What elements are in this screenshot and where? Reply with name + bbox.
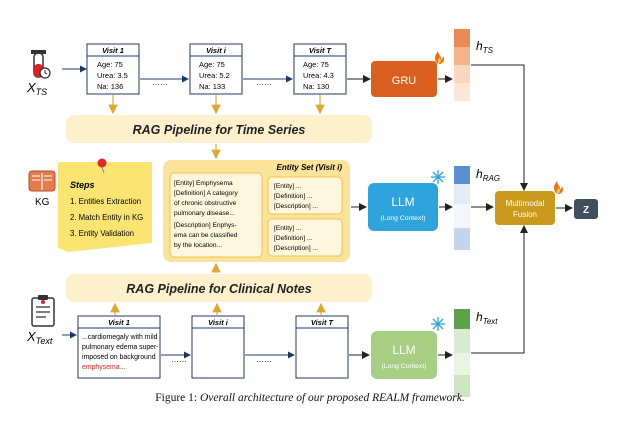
fire-icon (435, 51, 444, 64)
book-icon (28, 170, 56, 192)
note-line: imposed on background (82, 354, 156, 361)
ts-visit-line: Na: 133 (199, 82, 225, 91)
ts-visit-line: Age: 75 (199, 60, 225, 69)
rag-pipeline-ts-label: RAG Pipeline for Time Series (133, 123, 306, 137)
steps-note: Steps 1. Entities Extraction 2. Match En… (58, 158, 152, 252)
text-visit-title: Visit i (208, 318, 229, 327)
snowflake-icon (431, 317, 445, 331)
ts-visit-line: Urea: 5.2 (199, 71, 230, 80)
ts-visit-line: Urea: 3.5 (97, 71, 128, 80)
text-visit-i: Visit i (191, 315, 245, 379)
note-line: emphysema... (82, 364, 125, 371)
h-rag-embedding (454, 166, 470, 250)
figure-caption: Figure 1: Overall architecture of our pr… (0, 392, 620, 404)
entity-line: [Entity] ... (274, 225, 302, 232)
steps-item: 3. Entity Validation (70, 229, 134, 238)
snowflake-icon (431, 170, 445, 184)
ts-visit-title: Visit i (206, 46, 227, 55)
ts-visit-t: Visit T Age: 75 Urea: 4.3 Na: 130 (293, 43, 347, 95)
note-line: pulmonary edema super- (82, 344, 159, 351)
caption-body: Overall architecture of our proposed REA… (199, 392, 465, 404)
note-highlight: emphysema (82, 364, 120, 371)
fusion-block (495, 191, 555, 225)
entity-line: [Entity] Emphysema (174, 180, 233, 187)
ts-visit-title: Visit 1 (102, 46, 124, 55)
entity-line: of chronic obstructive (174, 200, 237, 207)
entity-set-title: Entity Set (Visit i) (277, 163, 343, 172)
steps-item: 1. Entities Extraction (70, 197, 141, 206)
entity-line: [Entity] ... (274, 183, 302, 190)
ts-visit-line: Age: 75 (97, 60, 123, 69)
h-ts-embedding (454, 29, 470, 101)
entity-line: [Definition] ... (274, 193, 313, 200)
ts-visit-1: Visit 1 Age: 75 Urea: 3.5 Na: 136 (86, 43, 140, 95)
llm-bottom-label: LLM (392, 343, 415, 357)
llm-bottom-sub: (Long Context) (382, 363, 427, 370)
entity-line: ema can be classified (174, 232, 238, 239)
entity-line: [Description] ... (274, 245, 318, 252)
text-visit-title: Visit T (311, 318, 335, 327)
note-line: ...cardiomegaly with mild (82, 334, 158, 341)
ts-input-label: XTS (26, 80, 47, 97)
ts-visit-line: Age: 75 (303, 60, 329, 69)
text-visit-title: Visit 1 (108, 318, 130, 327)
ellipsis: …… (171, 355, 187, 364)
clipboard-icon (31, 295, 55, 327)
h-ts-label: hTS (476, 39, 494, 55)
ts-visit-line: Na: 130 (303, 82, 329, 91)
kg-label: KG (35, 197, 50, 208)
pushpin-icon (97, 158, 107, 168)
entity-line: [Definition] A category (174, 190, 238, 197)
output-label: Z (583, 205, 589, 216)
rag-pipeline-ts (66, 115, 372, 143)
h-text-embedding (454, 309, 470, 397)
output-block (574, 199, 598, 219)
gru-label: GRU (392, 75, 417, 87)
ellipsis: …… (152, 78, 168, 87)
fusion-label-2: Fusion (513, 210, 537, 219)
llm-bottom-block (371, 331, 437, 379)
fire-icon (554, 181, 563, 194)
ellipsis: …… (256, 355, 272, 364)
ts-visit-line: Na: 136 (97, 82, 123, 91)
entity-line: [Description] ... (274, 203, 318, 210)
ts-visit-i: Visit i Age: 75 Urea: 5.2 Na: 133 (189, 43, 243, 95)
text-input-label: XText (26, 329, 53, 346)
text-visit-t: Visit T (295, 315, 349, 379)
entity-set: Entity Set (Visit i) [Entity] Emphysema … (163, 160, 350, 262)
entity-line: [Description] Enphys- (174, 222, 237, 229)
gru-block (371, 61, 437, 97)
steps-title: Steps (70, 180, 95, 190)
h-rag-label: hRAG (476, 167, 500, 183)
entity-line: by the location... (174, 242, 222, 249)
llm-top-label: LLM (391, 195, 414, 209)
entity-line: [Definition] ... (274, 235, 313, 242)
rag-pipeline-notes-label: RAG Pipeline for Clinical Notes (126, 282, 311, 296)
entity-line: pulmonary disease... (174, 210, 235, 217)
llm-top-sub: (Long Context) (381, 215, 426, 222)
h-text-label: hText (476, 310, 498, 326)
test-tube-icon (31, 50, 51, 79)
rag-pipeline-notes (66, 274, 372, 302)
steps-item: 2. Match Entity in KG (70, 213, 143, 222)
ellipsis: …… (256, 78, 272, 87)
llm-top-block (368, 183, 438, 231)
fusion-label-1: Multimodal (506, 199, 545, 208)
caption-lead: Figure 1: (155, 392, 200, 404)
ts-visit-line: Urea: 4.3 (303, 71, 334, 80)
text-visit-1: Visit 1 ...cardiomegaly with mild pulmon… (77, 315, 161, 379)
ts-visit-title: Visit T (309, 46, 333, 55)
